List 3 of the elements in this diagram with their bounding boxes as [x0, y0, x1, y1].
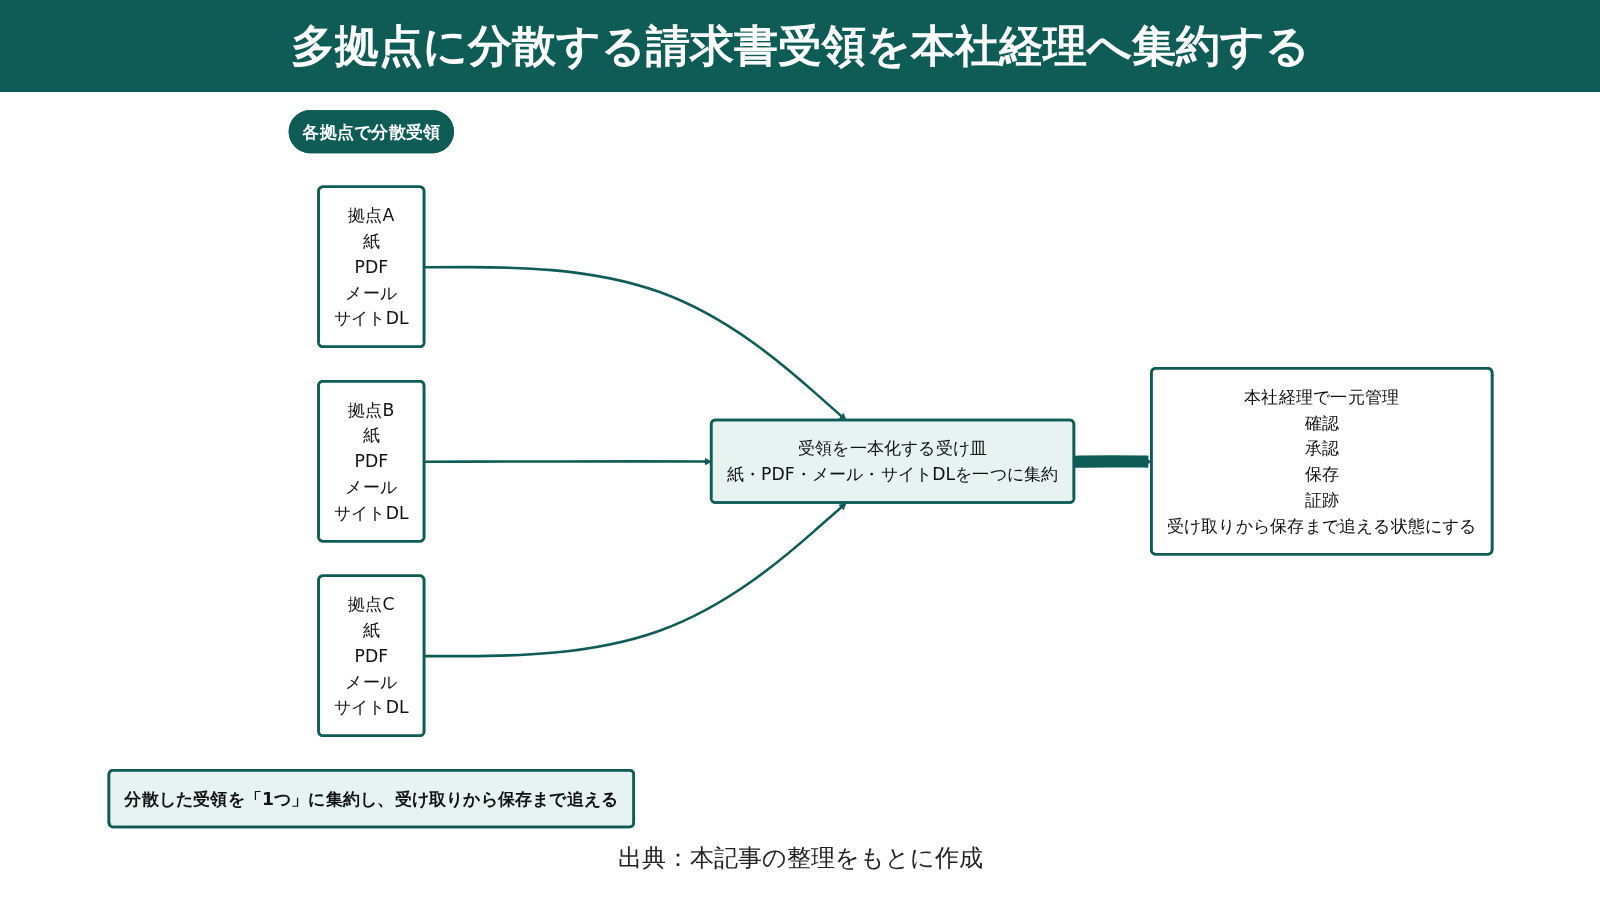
diagram-title: 多拠点に分散する請求書受領を本社経理へ集約する	[0, 0, 1600, 92]
arrow	[423, 502, 847, 658]
source-note: 出典：本記事の整理をもとに作成	[616, 843, 984, 874]
